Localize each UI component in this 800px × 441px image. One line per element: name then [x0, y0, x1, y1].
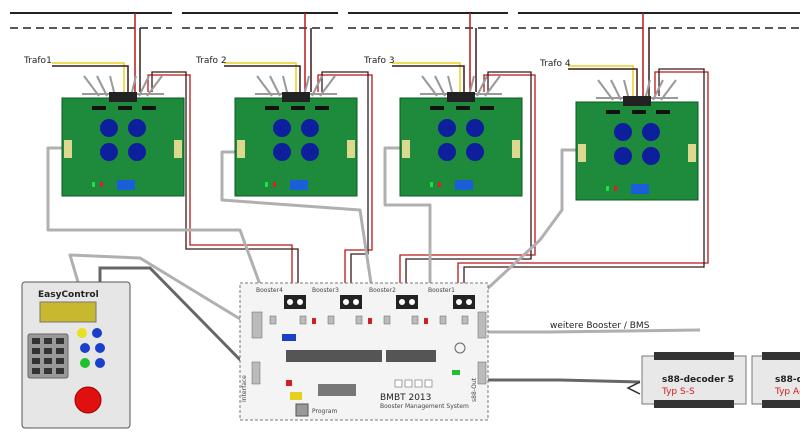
ribbon-cables	[46, 146, 701, 334]
terminal-block	[109, 92, 137, 102]
easycontrol-title: EasyControl	[38, 290, 99, 300]
connector	[237, 140, 245, 158]
capacitor	[642, 147, 660, 165]
led-green	[265, 182, 268, 187]
led-green	[606, 186, 609, 191]
trafo-label: Trafo1	[23, 56, 52, 66]
ic-chip	[386, 350, 436, 362]
capacitor	[128, 143, 146, 161]
more-boosters-label: weitere Booster / BMS	[550, 321, 650, 331]
dip-switch	[455, 180, 473, 190]
bmbt-board: Booster4 Booster3 Booster2 Booster1	[239, 282, 489, 421]
trafo-wires	[52, 62, 638, 96]
s88-out-label: s88-Out	[471, 377, 478, 402]
decoder-name: s88-d	[775, 375, 800, 385]
capacitor	[642, 123, 660, 141]
led-red	[614, 186, 617, 191]
led-red	[438, 182, 441, 187]
dip-switch	[117, 180, 135, 190]
decoder-type: Typ A-	[774, 387, 800, 397]
circuit-board	[399, 97, 523, 197]
terminal-block	[282, 92, 310, 102]
capacitor	[614, 123, 632, 141]
ic-chip	[286, 350, 382, 362]
led-red	[273, 182, 276, 187]
track-lines	[10, 12, 800, 29]
booster-label: Booster4	[256, 287, 283, 294]
connector	[347, 140, 355, 158]
capacitor	[100, 143, 118, 161]
trafo-label: Trafo 3	[363, 56, 395, 66]
booster-output-wires	[147, 68, 709, 295]
led-green	[430, 182, 433, 187]
stop-button	[74, 386, 102, 414]
capacitor	[614, 147, 632, 165]
led-red	[100, 182, 103, 187]
booster-board	[61, 75, 185, 197]
capacitor	[301, 119, 319, 137]
decoder-name: s88-decoder 5	[662, 375, 734, 385]
circuit-board	[575, 101, 699, 201]
connector	[688, 144, 696, 162]
dip-switch	[631, 184, 649, 194]
connector	[578, 144, 586, 162]
circuit-board	[61, 97, 185, 197]
trafo-label: Trafo 2	[195, 56, 227, 66]
capacitor	[438, 143, 456, 161]
bmbt-title: BMBT 2013	[380, 393, 431, 403]
connector	[174, 140, 182, 158]
capacitor	[273, 119, 291, 137]
booster-label: Booster3	[312, 287, 339, 294]
capacitor	[301, 143, 319, 161]
connector	[512, 140, 520, 158]
s88-decoder: s88-d Typ A-	[751, 352, 800, 408]
easycontrol-device: EasyControl	[21, 281, 131, 429]
terminal-block	[623, 96, 651, 106]
capacitor	[273, 143, 291, 161]
bmbt-subtitle: Booster Management System	[380, 403, 469, 410]
track-feeders	[134, 13, 650, 96]
led-green	[92, 182, 95, 187]
booster-label: Booster1	[428, 287, 455, 294]
booster-label: Booster2	[369, 287, 396, 294]
decoder-type: Typ S-S	[661, 387, 695, 397]
easycontrol-display	[39, 301, 97, 323]
capacitor	[128, 119, 146, 137]
yellow-button	[77, 328, 87, 338]
interface-label: Interface	[241, 375, 248, 402]
booster-board	[399, 75, 523, 197]
connector	[402, 140, 410, 158]
capacitor	[438, 119, 456, 137]
interface-cables	[98, 266, 641, 384]
booster-board	[234, 75, 358, 197]
program-label: Program	[312, 408, 337, 415]
circuit-board	[234, 97, 358, 197]
trafo-label: Trafo 4	[539, 59, 571, 69]
s88-decoder: s88-decoder 5 Typ S-S	[641, 352, 747, 408]
connector	[64, 140, 72, 158]
keypad	[27, 333, 69, 379]
capacitor	[100, 119, 118, 137]
capacitor	[466, 143, 484, 161]
terminal-block	[447, 92, 475, 102]
booster-board	[575, 79, 699, 201]
capacitor	[466, 119, 484, 137]
dip-switch	[290, 180, 308, 190]
